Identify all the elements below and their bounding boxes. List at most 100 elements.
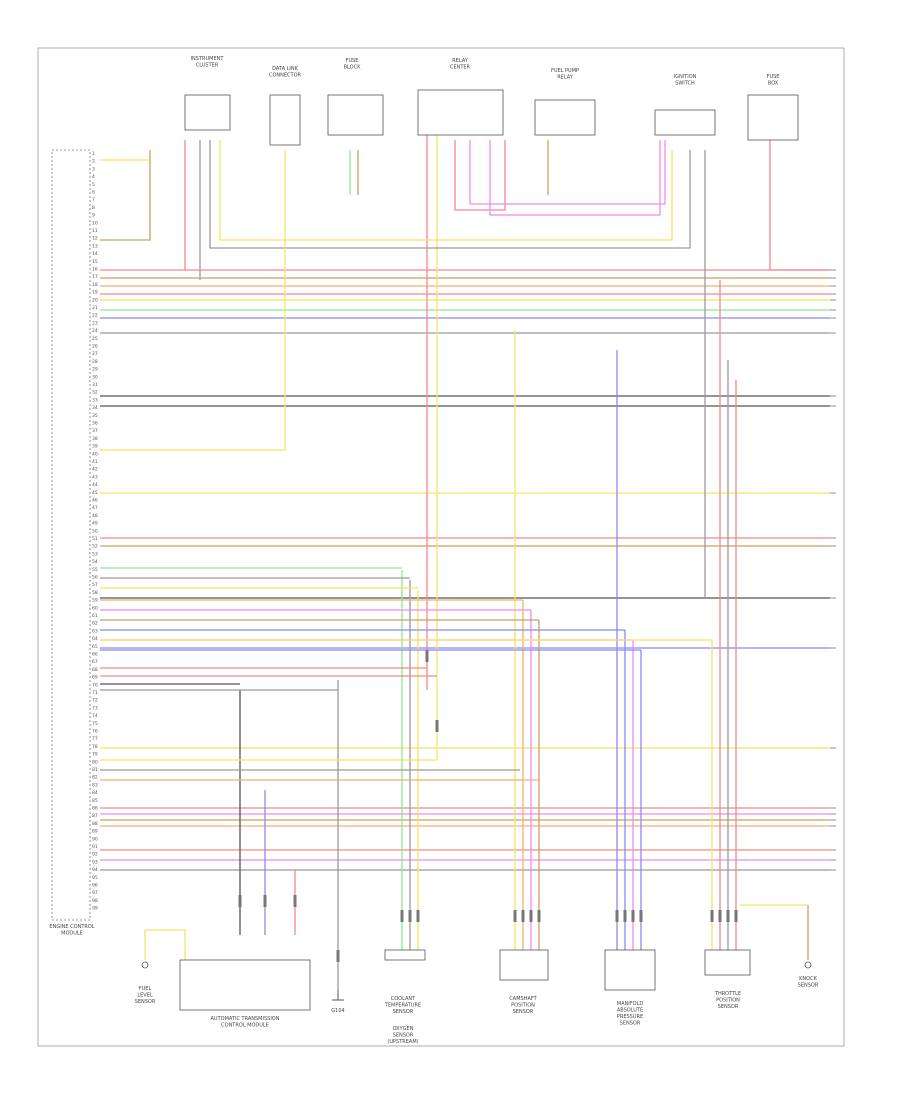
top-component-label-instrument: CLUSTER xyxy=(196,63,219,69)
ecm-pin-number: 60 xyxy=(92,605,98,611)
ecm-pin-number: 59 xyxy=(92,598,98,604)
diagram-frame xyxy=(37,47,845,1047)
ecm-pin-number: 54 xyxy=(92,559,98,565)
ecm-pin-number: 87 xyxy=(92,813,98,819)
connector-mark xyxy=(336,950,340,962)
ecm-pin-number: 44 xyxy=(92,482,98,488)
ecm-pin-number: 50 xyxy=(92,528,98,534)
ecm-pin-number: 35 xyxy=(92,413,98,419)
ecm-label: MODULE xyxy=(61,931,83,937)
ecm-pin-number: 20 xyxy=(92,297,98,303)
ecm-pin-number: 29 xyxy=(92,367,98,373)
ecm-pin-number: 25 xyxy=(92,336,98,342)
ecm-pin-number: 45 xyxy=(92,490,98,496)
connector-mark xyxy=(639,910,643,922)
ecm-pin-number: 56 xyxy=(92,575,98,581)
ecm-pin-number: 7 xyxy=(92,197,95,203)
ecm-pin-number: 86 xyxy=(92,806,98,812)
ecm-pin-number: 58 xyxy=(92,590,98,596)
ecm-pin-number: 18 xyxy=(92,282,98,288)
ecm-pin-number: 30 xyxy=(92,374,98,380)
ecm-pin-number: 65 xyxy=(92,644,98,650)
connector-mark xyxy=(400,910,404,922)
bottom-component-label-coolant_sensor: TEMPERATURE xyxy=(384,1003,421,1009)
ecm-pin-number: 23 xyxy=(92,320,98,326)
connector-mark xyxy=(623,910,627,922)
ecm-pin-number: 90 xyxy=(92,836,98,842)
ecm-pin-number: 10 xyxy=(92,220,98,226)
connector-mark xyxy=(537,910,541,922)
ecm-pin-number: 81 xyxy=(92,767,98,773)
ecm-pin-number: 2 xyxy=(92,159,95,165)
ecm-pin-number: 17 xyxy=(92,274,98,280)
ecm-pin-number: 15 xyxy=(92,259,98,265)
ecm-box xyxy=(51,149,91,921)
ecm-pin-number: 11 xyxy=(92,228,98,234)
connector-mark xyxy=(408,910,412,922)
top-component-label-relay_center: CENTER xyxy=(450,65,471,71)
ecm-pin-number: 3 xyxy=(92,166,95,172)
ecm-pin-number: 4 xyxy=(92,174,95,180)
ecm-pin-number: 94 xyxy=(92,867,98,873)
top-wire xyxy=(100,150,151,241)
top-component-label-data_link: CONNECTOR xyxy=(269,73,302,79)
top-wire xyxy=(489,140,661,216)
top-wire xyxy=(100,150,286,451)
ecm-label: ENGINE CONTROL xyxy=(49,924,94,930)
ecm-pin-number: 77 xyxy=(92,736,98,742)
ecm-pin-number: 24 xyxy=(92,328,98,334)
ecm-pin-number: 97 xyxy=(92,890,98,896)
ecm-pin-number: 47 xyxy=(92,505,98,511)
ecm-pin-number: 78 xyxy=(92,744,98,750)
top-component-label-fuse_box: FUSE xyxy=(767,74,780,80)
transmission-control-module xyxy=(179,959,311,1011)
connector-mark xyxy=(293,895,297,907)
bottom-component-label-map_sensor: PRESSURE xyxy=(617,1014,643,1020)
bottom-component-label-knock: SENSOR xyxy=(798,983,819,989)
ecm-pin-number: 79 xyxy=(92,752,98,758)
connector-mark xyxy=(726,910,730,922)
throttle-sensor-connector xyxy=(704,949,751,976)
ecm-pin-number: 72 xyxy=(92,698,98,704)
ground-label: G104 xyxy=(331,1008,344,1014)
ecm-pin-number: 96 xyxy=(92,883,98,889)
top-component-label-fuse_block: BLOCK xyxy=(344,65,361,71)
top-component-label-fuse_block: FUSE xyxy=(346,58,359,64)
connector-mark xyxy=(615,910,619,922)
ecm-pin-number: 12 xyxy=(92,236,98,242)
coolant-sensor-connector xyxy=(384,949,426,961)
ecm-pin-number: 85 xyxy=(92,798,98,804)
ecm-pin-number: 73 xyxy=(92,705,98,711)
ecm-pin-number: 22 xyxy=(92,313,98,319)
bottom-component-label-map_sensor: MANIFOLD xyxy=(617,1001,644,1007)
top-wire xyxy=(454,140,506,211)
labels-layer: ENGINE CONTROLMODULE12345678910111213141… xyxy=(49,56,818,1045)
top-component-label-fuel_pump_relay: RELAY xyxy=(557,75,574,81)
sensor-terminal xyxy=(141,961,149,969)
connector-mark xyxy=(718,910,722,922)
connector-mark xyxy=(631,910,635,922)
bottom-component-label-knock: KNOCK xyxy=(799,976,817,982)
ecm-pin-number: 16 xyxy=(92,267,98,273)
instrument-cluster xyxy=(184,94,231,131)
ecm-pin-number: 21 xyxy=(92,305,98,311)
bottom-component-label-map_sensor: ABSOLUTE xyxy=(617,1008,643,1014)
ecm-pin-number: 37 xyxy=(92,428,98,434)
ecm-pin-number: 71 xyxy=(92,690,98,696)
ecm-pin-number: 8 xyxy=(92,205,95,211)
sensor-wire xyxy=(145,929,186,960)
ecm-pin-number: 92 xyxy=(92,852,98,858)
ecm-pin-number: 38 xyxy=(92,436,98,442)
fuse-box xyxy=(747,94,799,141)
map-sensor-connector xyxy=(499,949,549,981)
bottom-component-label-throttle: THROTTLE xyxy=(714,991,741,997)
ecm-pin-number: 62 xyxy=(92,621,98,627)
ecm-pin-number: 27 xyxy=(92,351,98,357)
connector-mark xyxy=(263,895,267,907)
sensor-terminal xyxy=(804,961,812,969)
ecm-pin-number: 46 xyxy=(92,498,98,504)
ecm-pin-number: 5 xyxy=(92,182,95,188)
top-component-label-relay_center: RELAY xyxy=(452,58,469,64)
